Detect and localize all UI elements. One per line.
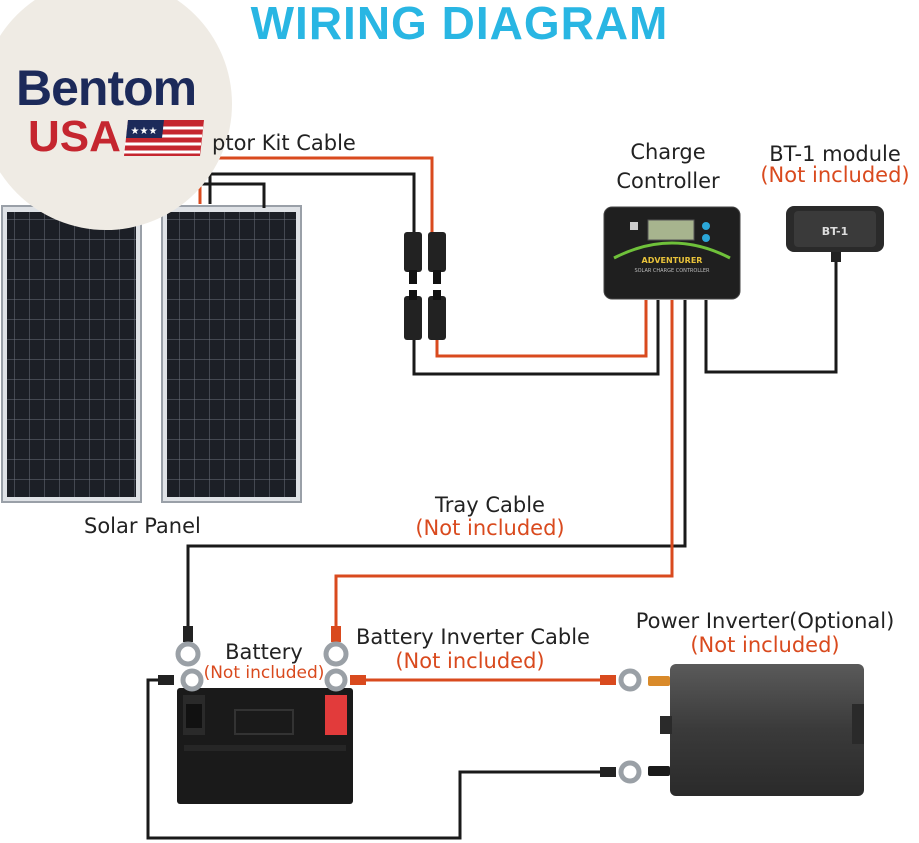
bt1-module-note: (Not included) (760, 163, 910, 187)
battery-note: (Not included) (203, 663, 325, 683)
tray-cable-label: Tray Cable (435, 493, 545, 517)
solar-panel-left (1, 205, 142, 503)
tray-cable (186, 300, 687, 640)
battery-label: Battery (225, 640, 303, 664)
brand-logo-country: USA (28, 112, 121, 161)
brand-logo-name: Bentom (16, 60, 197, 116)
page-title: WIRING DIAGRAM (250, 0, 669, 49)
charge-controller-label: Charge Controller (598, 140, 738, 193)
ring-terminals-battery (175, 626, 349, 667)
tray-cable-note: (Not included) (415, 516, 565, 540)
charge-controller-label-line2: Controller (616, 169, 720, 193)
solar-panel-label: Solar Panel (84, 514, 201, 538)
adaptor-kit-cable-label: ptor Kit Cable (212, 131, 356, 155)
brand-logo (0, 0, 232, 230)
flag-icon: ★★★ (124, 120, 204, 156)
bt1-module-label: BT-1 module (769, 142, 901, 166)
solar-panel-right (161, 205, 302, 503)
power-inverter-label: Power Inverter(Optional) (635, 609, 895, 633)
svg-text:★★★: ★★★ (131, 126, 158, 137)
bt1-device-text: BT-1 (822, 225, 849, 238)
ring-terminals-inverter (158, 668, 642, 784)
pv-to-controller-wires (412, 256, 838, 376)
power-inverter (648, 664, 864, 796)
battery-inverter-cable-note: (Not included) (395, 649, 545, 673)
battery-inverter-cable (146, 678, 606, 840)
bt1-module: BT-1 (786, 206, 884, 262)
battery-inverter-cable-label: Battery Inverter Cable (356, 625, 590, 649)
battery (177, 668, 353, 804)
charge-controller: ADVENTURER SOLAR CHARGE CONTROLLER (603, 206, 741, 300)
power-inverter-note: (Not included) (690, 633, 840, 657)
charge-controller-label-line1: Charge (630, 140, 706, 164)
mc4-connectors (404, 232, 446, 340)
controller-sub-text: SOLAR CHARGE CONTROLLER (634, 268, 710, 274)
controller-brand-text: ADVENTURER (642, 256, 703, 265)
